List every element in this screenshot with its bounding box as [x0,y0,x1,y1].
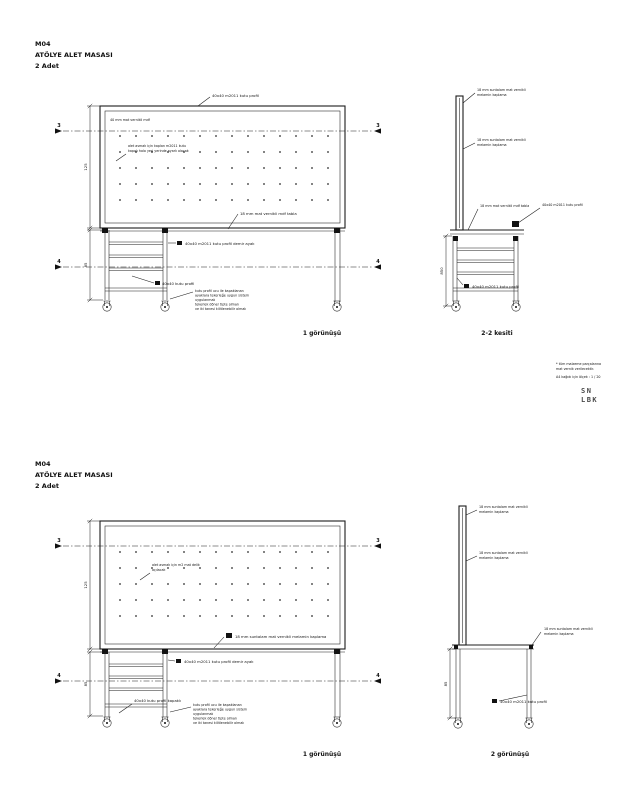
sheet2-front-view: alet asmak için m2 mat delik açılacak 18… [55,518,381,758]
caption-front-view-1: 1 görünüşü [303,330,341,337]
section-label-b1: 18 mm suntalam mat vernikli [477,138,526,142]
caster-wheel [332,716,342,728]
section-marker-4-left: 4 [57,673,61,679]
section-label-a2: melamin kaplama [477,93,507,97]
section-marker-4-right: 4 [376,673,380,679]
section-label-mdf: 18 mm mat vernikli mdf tabla [480,204,529,208]
pegboard-panel-outline [99,105,346,229]
label-board: 18 mm suntalam mat vernikli melamin kapl… [235,634,326,639]
dim-panel-height: 125 [83,163,88,171]
sheet1-logo: SN LBK [581,387,598,404]
wheel-note-line2: ayaklara tekerleğe uygun sistem [193,708,247,712]
pegboard-panel-inner [104,525,341,645]
side-label-profil: 40x40 m2011 kutu profil [500,699,547,704]
side-label-a2: melamin kaplama [479,510,509,514]
dim-panel-height: 125 [83,581,88,589]
section-marker-4-right: 4 [376,259,380,265]
wheel-note-line5: ve iki tanesi kilitlenebilir olmalı [195,307,246,311]
sheet2-qty: 2 Adet [35,482,59,490]
section-marker-3-left: 3 [57,123,61,129]
sheet1-code: M04 [35,40,51,48]
caster-wheel [332,300,342,312]
section-marker-3-left: 3 [57,538,61,544]
caster-wheel [511,300,521,312]
pegboard-holes [110,126,335,212]
hole-note-line2: açılacak [152,568,166,572]
side-label-a1: 18 mm suntalam mat vernikli [479,505,528,509]
caster-wheel [453,717,463,729]
section-cart [452,236,519,301]
wheel-note-line1: kutu profil ucu ile kapaklanan [193,703,242,707]
hole-note-line1: alet asmak için kaplan m2011 kutu [128,144,186,148]
caster-wheel [524,717,534,729]
section-marker-4-left: 4 [57,259,61,265]
side-label-b1: 18 mm suntalam mat vernikli [479,551,528,555]
logo-line2: LBK [581,396,598,404]
sheet2-title: ATÖLYE ALET MASASI [35,470,113,479]
caption-front-view-1: 1 görünüşü [303,751,341,758]
dim-cart-height: 85 [83,262,88,267]
sheet2-header: M04 ATÖLYE ALET MASASI 2 Adet [35,460,113,490]
section-label-a1: 18 mm suntalam mat vernikli [477,88,526,92]
wheel-note-line2: ayaklara tekerleğe uygun sistem [195,294,249,298]
section-cart-label: 40x40 m2011 kutu profil [472,284,519,289]
dim-side-height: 85 [443,681,448,686]
wheel-note-line4: tekerlek döner tipte olmalı [193,717,237,721]
note-line2: mat vernik verilecektir. [556,367,594,371]
sheet2-code: M04 [35,460,51,468]
label-mdf-tabla: 18 mm mat vernikli mdf tabla [240,211,297,216]
caption-section-2-2: 2-2 kesiti [481,330,512,337]
sheet1-section-view: 18 mm suntalam mat vernikli melamin kapl… [439,88,583,337]
note-line3: A4 kağıdı için ölçek : 1 / 20 [556,375,601,379]
label-demir-ayak: 40x40 m2011 kutu profil demir ayak [185,241,255,246]
section-label-profil: 40x40 m2011 kutu profil [542,203,583,207]
sheet2: M04 ATÖLYE ALET MASASI 2 Adet alet asmak… [35,460,593,758]
section-marker-3-right: 3 [376,123,380,129]
caption-side-view-2: 2 görünüşü [491,751,529,758]
sheet2-side-view: 18 mm suntalam mat vernikli melamin kapl… [443,505,593,758]
side-label-b2: melamin kaplama [479,556,509,560]
sheet1: M04 ATÖLYE ALET MASASI 2 Adet 40x40 m201… [35,40,601,404]
sheet1-title: ATÖLYE ALET MASASI [35,50,113,59]
wheel-note-line5: ve iki tanesi kilitlenebilir olmalı [193,721,244,725]
pegboard-panel-inner [104,110,341,224]
side-label-top1: 18 mm suntalam mat vernikli [544,627,593,631]
caster-wheel [102,716,112,728]
caster-wheel [160,300,170,312]
section-marker-3-right: 3 [376,538,380,544]
wheel-note-line4: tekerlek döner tipte olmalı [195,303,239,307]
sheet1-header: M04 ATÖLYE ALET MASASI 2 Adet [35,40,113,70]
wheel-note-line3: uygulanmalı [193,712,213,716]
label-demir-ayak: 40x40 m2011 kutu profil demir ayak [184,659,254,664]
sheet1-qty: 2 Adet [35,62,59,70]
hole-note-line1: alet asmak için m2 mat delik [152,563,200,567]
caster-wheel [102,300,112,312]
wheel-note-line1: kutu profil ucu ile kapaklanan [195,289,244,293]
pegboard-holes [110,540,335,630]
wheel-note-line3: uygulanmalı [195,298,215,302]
side-label-top2: melamin kaplama [544,632,574,636]
label-kutu-profil: 40x40 kutu profil [162,281,194,286]
dim-cart-height: 85 [83,681,88,686]
note-line1: * tüm malzeme parçalarına [556,362,601,366]
section-label-b2: melamin kaplama [477,143,507,147]
pegboard-panel-outline [99,520,346,650]
drawer-cart [104,652,168,717]
dim-section-height: 850 [439,267,444,275]
caster-wheel [451,300,461,312]
label-top-profile: 40x40 m2011 kutu profil [212,93,259,98]
sheet1-notes: * tüm malzeme parçalarına mat vernik ver… [556,362,601,379]
caster-wheel [160,716,170,728]
sheet1-front-view: 40x40 m2011 kutu profil 40 mm mat vernik… [55,93,381,337]
logo-line1: SN [581,387,592,395]
label-kutu-profil: 40x40 kutu profil kapaklı [134,698,181,703]
hole-note-line2: kapalı holo yeri yerinde ayarlı olacak [128,149,189,153]
label-inner-mdf: 40 mm mat vernikli mdf [110,118,151,122]
drawer-cart [104,230,168,300]
